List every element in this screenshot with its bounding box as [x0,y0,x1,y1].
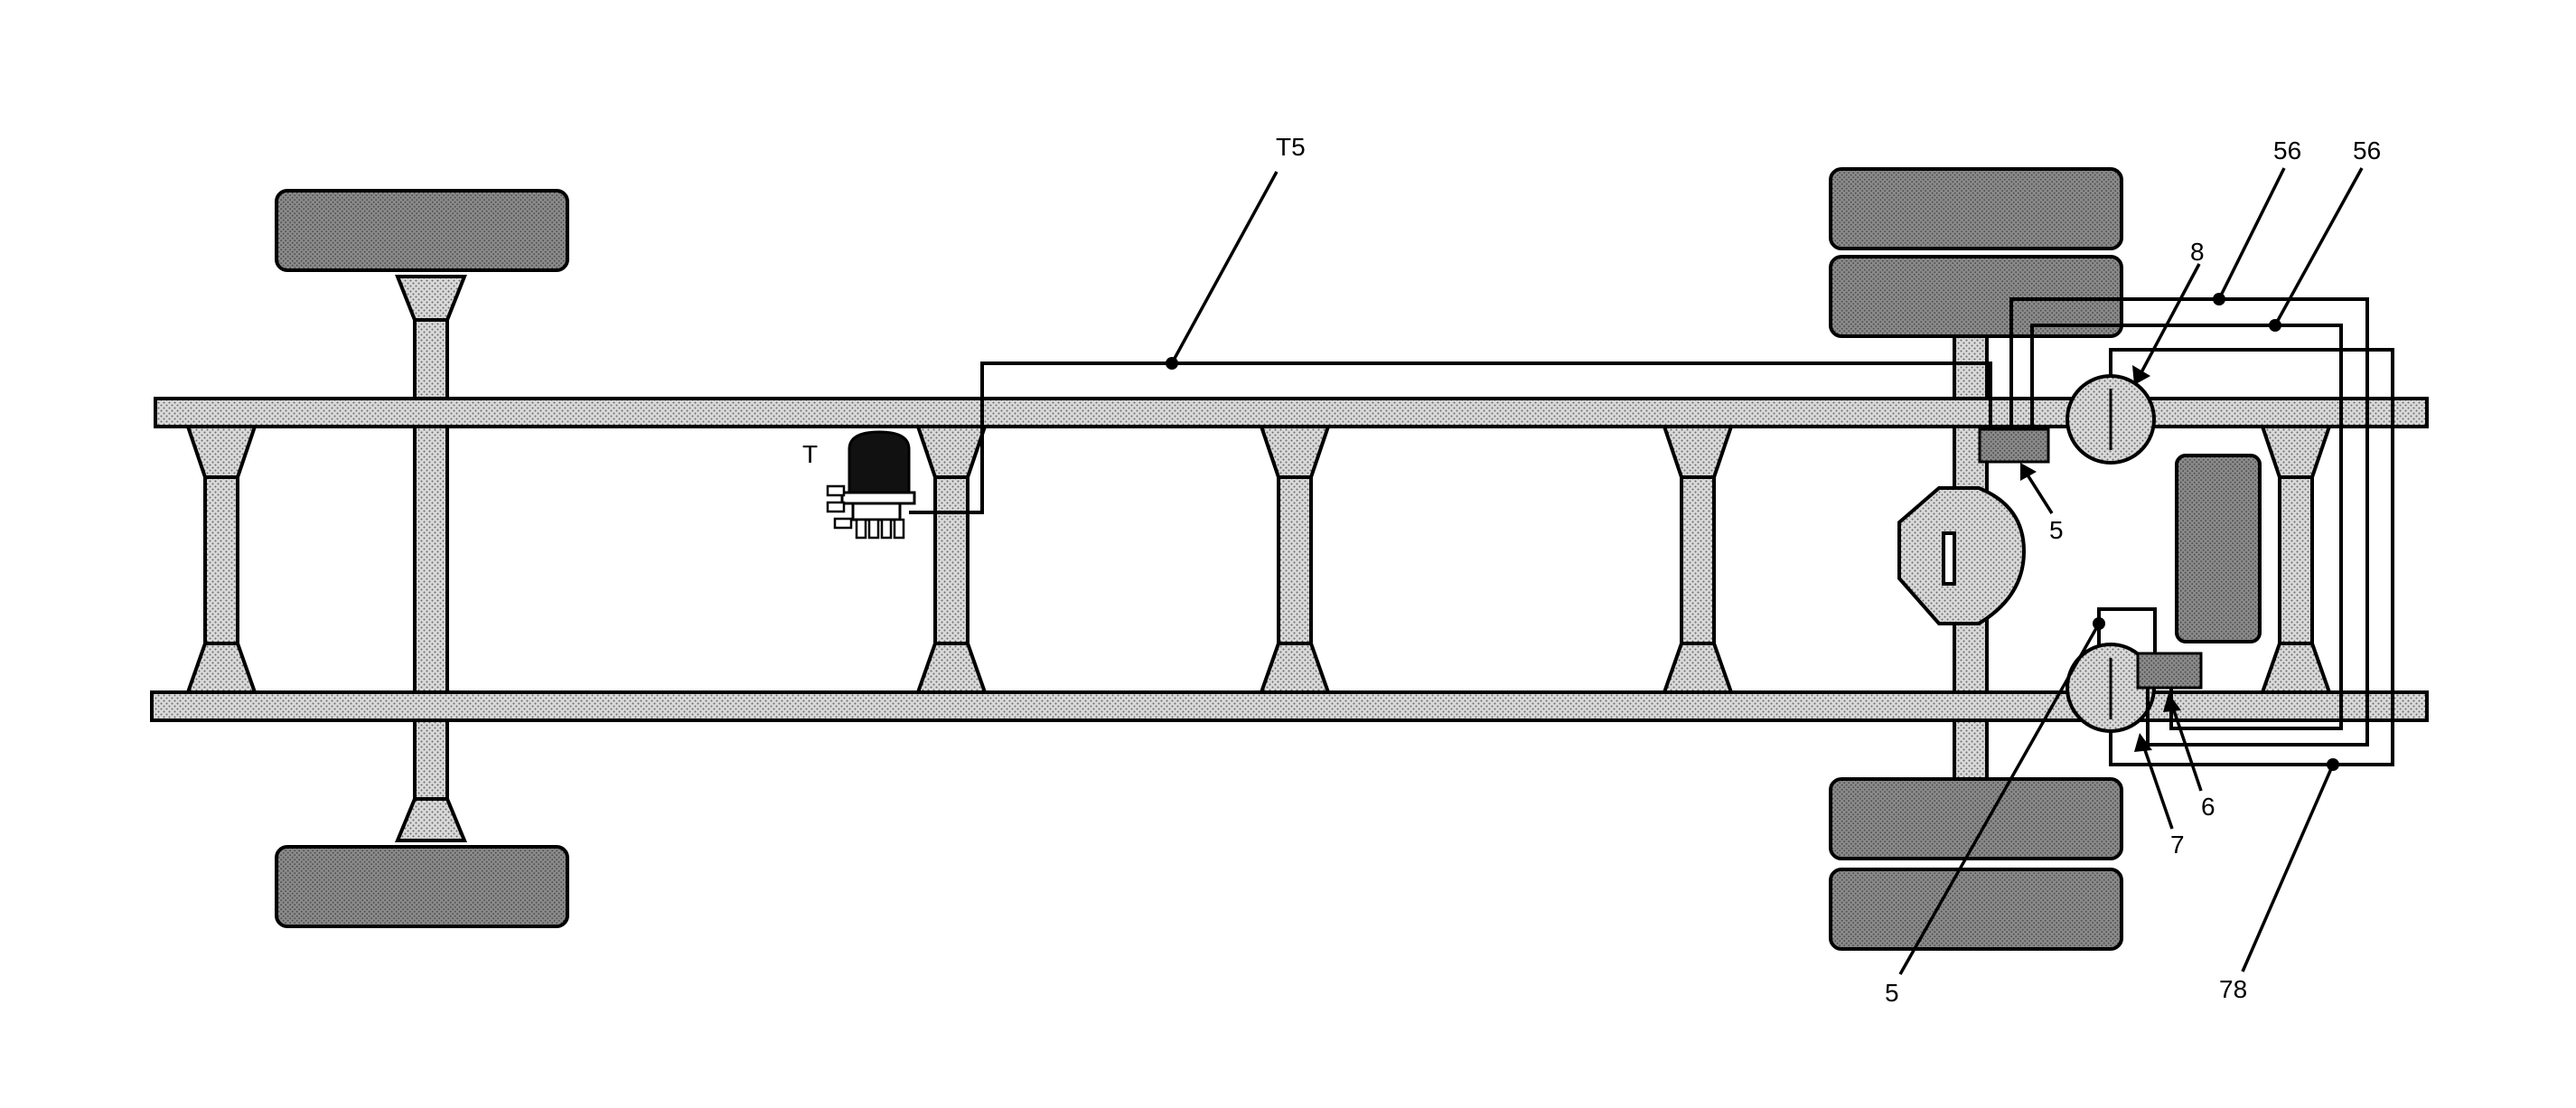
label-t: T [802,440,818,468]
rear-axle [413,318,449,801]
cross-members [185,425,2332,694]
label-56-right: 56 [2353,136,2381,164]
callout-labels: T5 T 56 56 8 5 6 7 5 78 [802,133,2381,1007]
wire-78 [2109,348,2394,766]
label-78: 78 [2219,975,2247,1003]
wire-56b [2030,324,2343,730]
label-7: 7 [2170,831,2185,859]
label-8: 8 [2190,238,2205,266]
front-tire-top-inner [1829,255,2123,338]
rear-axle-flange-bottom [395,797,467,842]
tank-valves [826,484,905,540]
rear-tire-top [275,189,569,272]
cross-member-4 [1662,425,1734,694]
engine-block [2175,454,2262,643]
rear-axle-assembly [275,189,569,928]
label-5-lower: 5 [1885,979,1899,1007]
tank-base-plate [840,491,916,505]
front-tire-bottom-outer [1829,868,2123,951]
label-6: 6 [2201,793,2215,821]
module-5-box [1978,427,2050,464]
label-t5: T5 [1276,133,1306,161]
air-tank [826,430,943,540]
label-5-upper: 5 [2049,516,2064,544]
frame-rail-top [154,397,2429,428]
wire-t5 [943,362,1992,514]
cross-member-5 [2260,425,2332,694]
differential-housing [1897,486,2027,625]
rear-tire-bottom [275,845,569,928]
label-56-left: 56 [2273,136,2301,164]
cross-member-1 [185,425,258,694]
front-tire-top-outer [1829,167,2123,250]
cross-member-2 [915,425,988,694]
rear-axle-flange-top [395,275,467,322]
tank-body [848,430,911,494]
wire-56a [2009,297,2369,746]
front-tire-bottom-inner [1829,777,2123,860]
cross-member-3 [1259,425,1331,694]
wiring-harness [943,297,2394,766]
leaders [1166,167,2364,975]
module-6-box [2136,652,2203,690]
